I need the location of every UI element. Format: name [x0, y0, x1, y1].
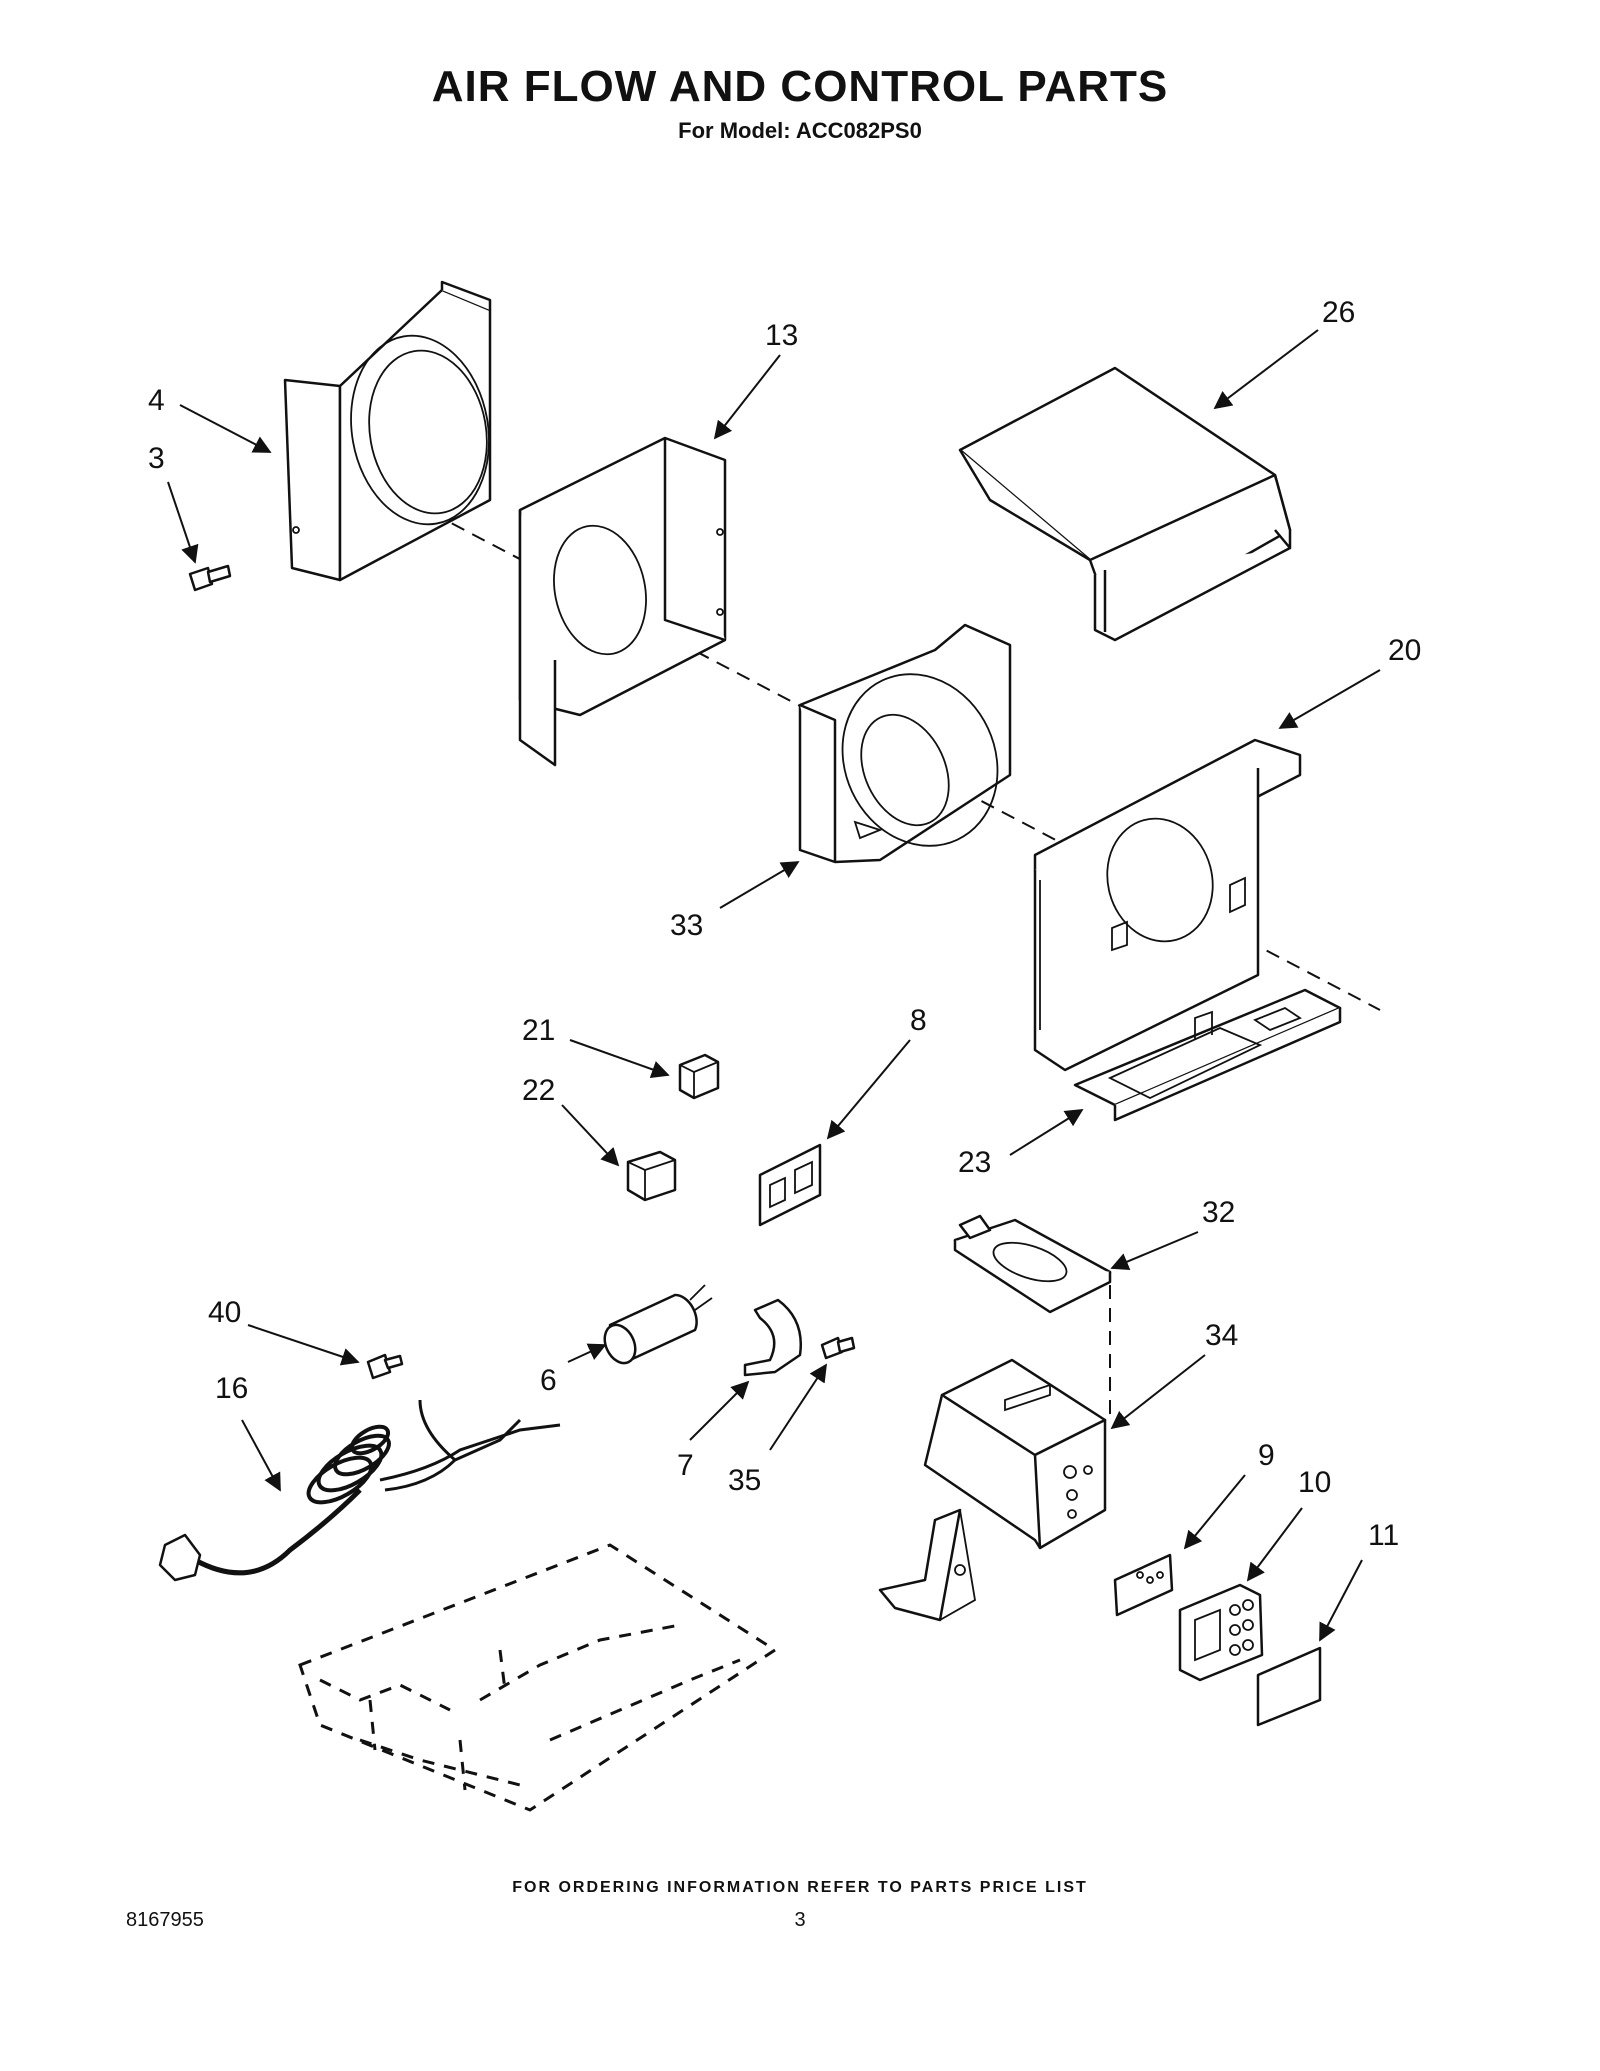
- callout-23: 23: [958, 1146, 991, 1179]
- callout-22: 22: [522, 1074, 555, 1107]
- callout-8: 8: [910, 1004, 927, 1037]
- model-subtitle: For Model: ACC082PS0: [678, 118, 922, 143]
- leader-6: [567, 1343, 607, 1363]
- page-number: 3: [794, 1909, 806, 1931]
- part-40-screw: [366, 1353, 404, 1380]
- part-16-power-cord: [158, 1399, 561, 1582]
- leader-20: [1278, 669, 1381, 729]
- callout-40: 40: [208, 1296, 241, 1329]
- part-21-transformer: [678, 1053, 720, 1100]
- callout-4: 4: [148, 384, 165, 417]
- callout-16: 16: [215, 1372, 248, 1405]
- leader-40: [247, 1324, 360, 1366]
- part-13-partition: [518, 436, 727, 767]
- part-7-bracket: [743, 1298, 802, 1377]
- callout-3: 3: [148, 442, 165, 475]
- leader-10: [1246, 1507, 1303, 1582]
- callout-32: 32: [1202, 1196, 1235, 1229]
- callout-10: 10: [1298, 1466, 1331, 1499]
- callout-26: 26: [1322, 296, 1355, 329]
- callout-35: 35: [728, 1464, 761, 1497]
- part-32-tray: [953, 1214, 1112, 1314]
- callout-9: 9: [1258, 1439, 1275, 1472]
- part-8-control-board: [758, 1143, 822, 1227]
- leader-13: [713, 354, 781, 440]
- leader-33: [719, 861, 800, 909]
- leader-11: [1319, 1559, 1363, 1642]
- leader-26: [1213, 329, 1319, 410]
- part-22-relay: [626, 1150, 677, 1202]
- leader-32: [1110, 1231, 1199, 1271]
- callout-13: 13: [765, 319, 798, 352]
- leader-9: [1183, 1474, 1246, 1550]
- part-3-screw: [188, 564, 232, 592]
- leader-21: [569, 1039, 670, 1079]
- part-35-screw: [820, 1336, 856, 1360]
- leader-22: [561, 1104, 620, 1167]
- leader-4: [179, 404, 272, 453]
- part-9-display-board: [1113, 1553, 1174, 1617]
- callout-7: 7: [677, 1449, 694, 1482]
- ordering-note: FOR ORDERING INFORMATION REFER TO PARTS …: [512, 1879, 1088, 1896]
- callout-20: 20: [1388, 634, 1421, 667]
- callout-6: 6: [540, 1364, 557, 1397]
- leader-35: [769, 1363, 827, 1451]
- part-20-evaporator-partition: [1033, 738, 1302, 1072]
- callout-11: 11: [1368, 1519, 1399, 1552]
- part-10-control-panel: [1178, 1583, 1264, 1682]
- callout-33: 33: [670, 909, 703, 942]
- part-23-drain-pan: [1073, 988, 1342, 1122]
- leader-34: [1110, 1354, 1206, 1430]
- document-number: 8167955: [126, 1909, 204, 1931]
- basepan-outline-dashed: [298, 1543, 778, 1812]
- leader-23: [1009, 1109, 1084, 1156]
- leader-16: [241, 1419, 281, 1492]
- callout-21: 21: [522, 1014, 555, 1047]
- callout-34: 34: [1205, 1319, 1238, 1352]
- part-6-capacitor: [603, 1284, 713, 1365]
- part-26-top-cover: [958, 366, 1292, 642]
- part-11-label: [1256, 1646, 1322, 1727]
- leader-3: [167, 481, 199, 564]
- leader-7: [689, 1380, 750, 1441]
- part-34-control-box: [878, 1358, 1107, 1622]
- part-33-scroll-housing: [798, 623, 1012, 864]
- part-4-fan-shroud: [283, 280, 492, 582]
- leader-8: [826, 1039, 911, 1140]
- page-title: AIR FLOW AND CONTROL PARTS: [431, 62, 1169, 111]
